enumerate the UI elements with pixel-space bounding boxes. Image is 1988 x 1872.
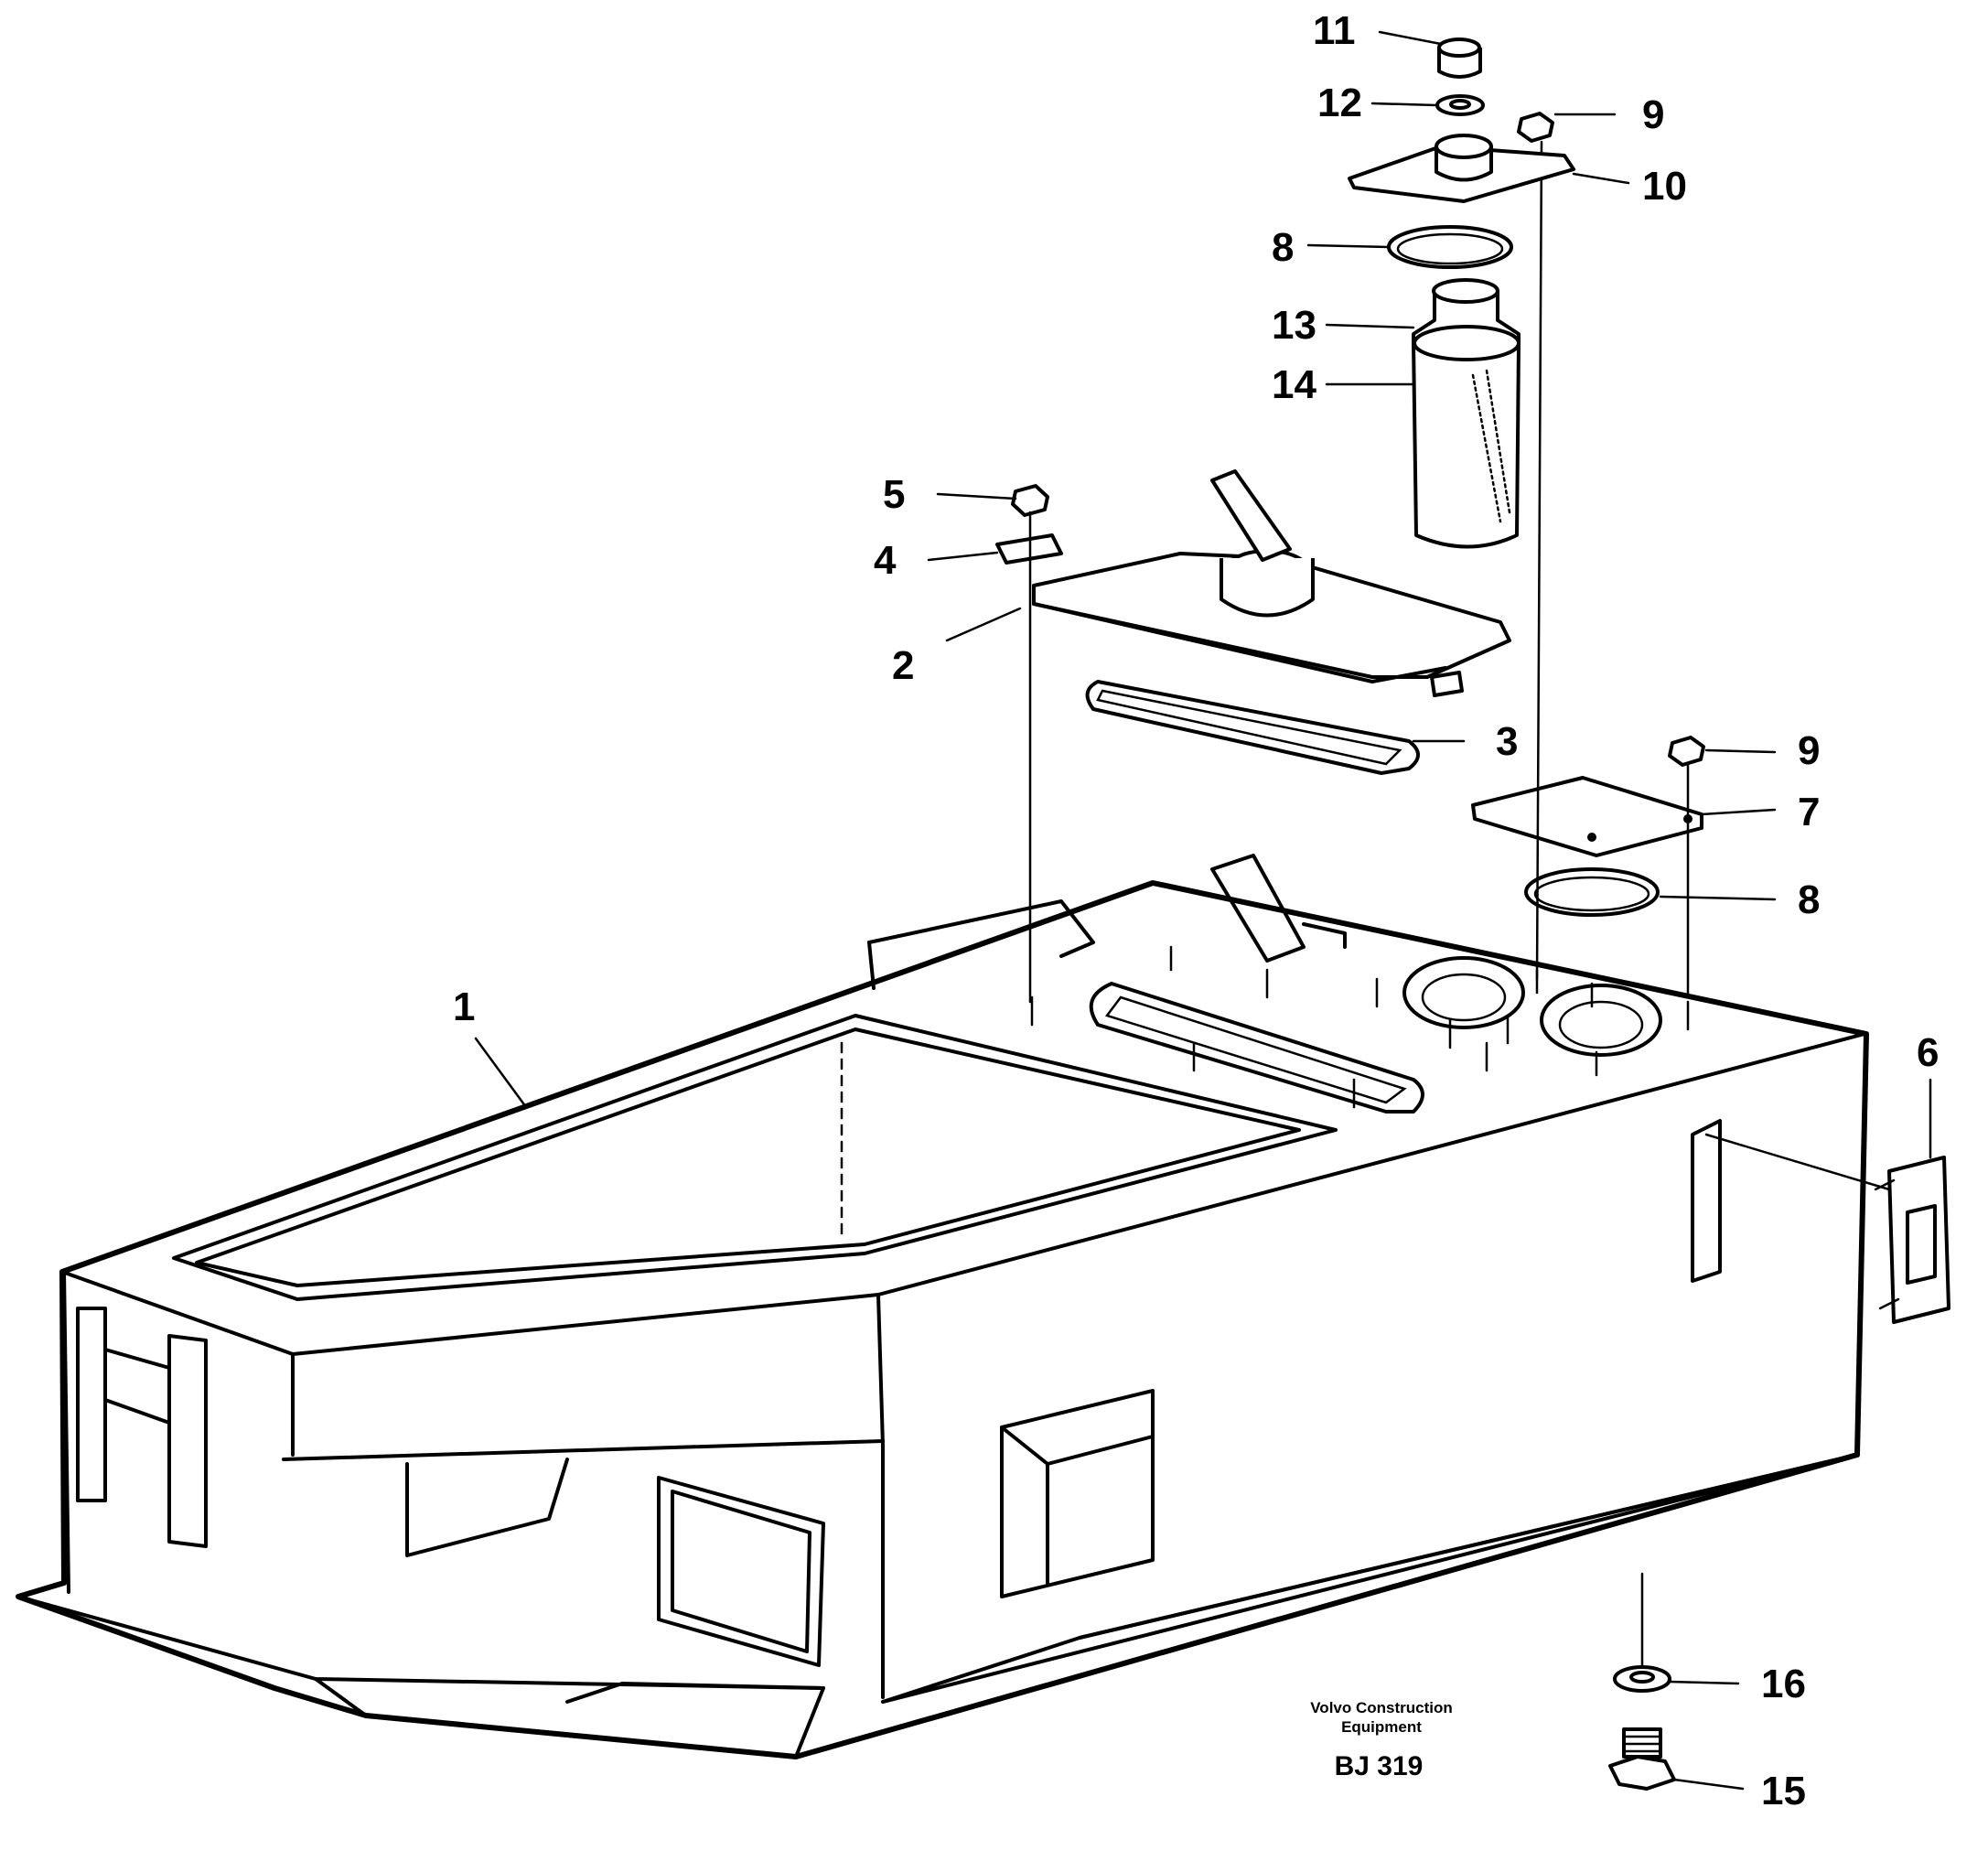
callout-4: 4 <box>874 538 897 583</box>
washer-16 <box>1613 1665 1671 1693</box>
drain-plug <box>1608 1727 1676 1791</box>
callout-7: 7 <box>1798 790 1820 834</box>
suction-opening <box>1089 982 1424 1114</box>
callout-labels: 11 12 9 10 8 13 14 5 4 2 3 9 7 8 1 6 16 … <box>453 8 1939 1813</box>
callout-3: 3 <box>1496 719 1518 764</box>
cover-plate-with-pipe <box>1032 469 1511 697</box>
company-line-1: Volvo Construction <box>1310 1699 1453 1716</box>
filter-cover <box>1348 134 1575 203</box>
drawing-footer: Volvo Construction Equipment BJ 319 <box>1310 1699 1453 1781</box>
callout-15: 15 <box>1761 1769 1806 1813</box>
callout-8-lower: 8 <box>1798 877 1820 922</box>
callout-9-upper: 9 <box>1642 92 1664 137</box>
callout-8-upper: 8 <box>1272 225 1294 270</box>
cover-plate-7 <box>1471 776 1703 857</box>
sight-glass <box>1874 1156 1950 1324</box>
callout-11: 11 <box>1313 8 1356 53</box>
nut-9-upper <box>1517 112 1554 143</box>
round-opening-left <box>1402 956 1525 1029</box>
studs <box>1030 945 1690 1109</box>
nut-9-lower <box>1668 736 1705 767</box>
callout-5: 5 <box>883 472 905 517</box>
callout-9-lower: 9 <box>1798 728 1820 773</box>
company-line-2: Equipment <box>1341 1718 1422 1736</box>
callout-1: 1 <box>453 984 475 1029</box>
plug <box>1437 38 1482 79</box>
gasket <box>1085 680 1420 775</box>
tank-filler-pipe <box>1210 854 1347 963</box>
callout-13: 13 <box>1272 303 1316 348</box>
o-ring-lower <box>1524 867 1660 917</box>
washer-12 <box>1435 94 1485 116</box>
round-opening-right <box>1540 984 1662 1057</box>
callout-10: 10 <box>1642 164 1687 209</box>
leader-lines <box>474 30 1932 1791</box>
tank-body <box>16 880 1869 1759</box>
callout-14: 14 <box>1272 362 1316 407</box>
drawing-code: BJ 319 <box>1335 1751 1424 1781</box>
callout-16: 16 <box>1761 1662 1806 1706</box>
callout-6: 6 <box>1917 1030 1939 1075</box>
filter-element <box>1412 325 1521 549</box>
callout-12: 12 <box>1317 81 1362 125</box>
callout-2: 2 <box>892 643 914 688</box>
o-ring-upper <box>1387 225 1513 269</box>
nut-5 <box>1011 484 1049 517</box>
